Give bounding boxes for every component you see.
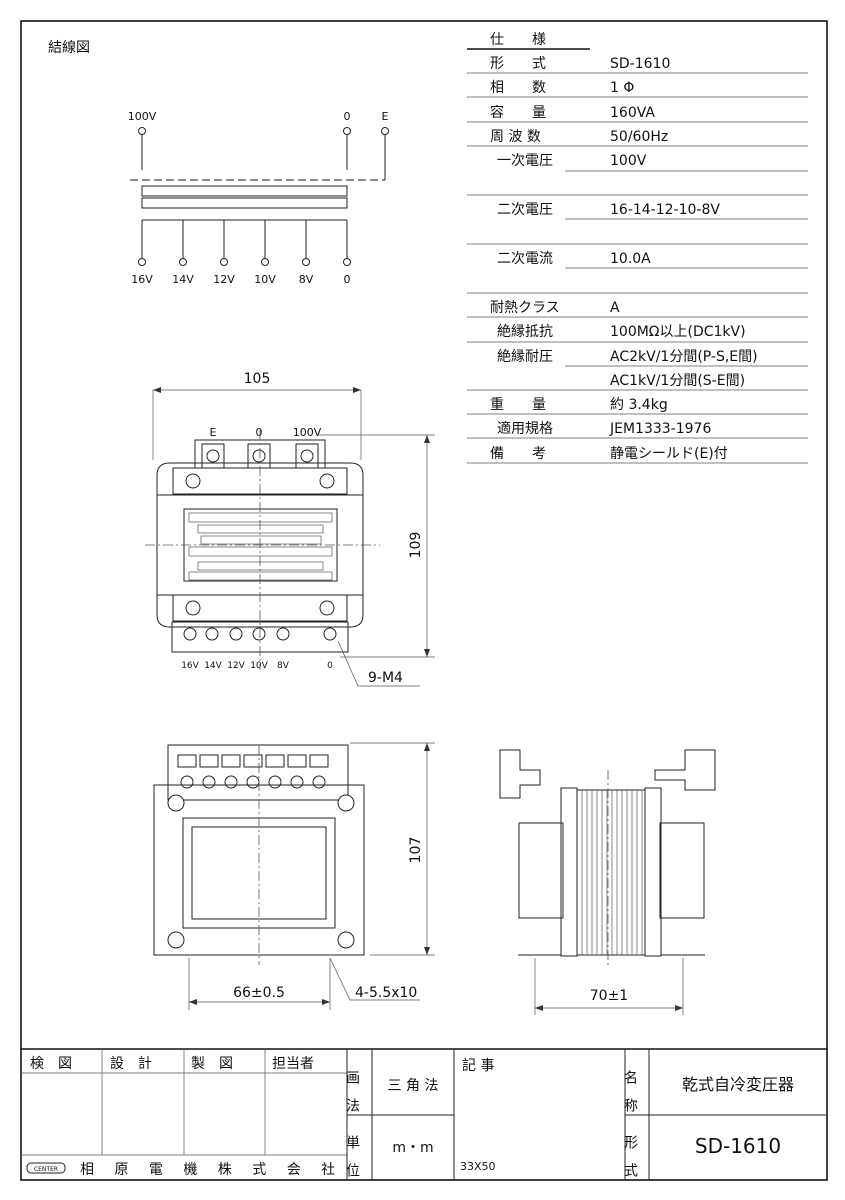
terminal-label: 8V xyxy=(277,661,290,671)
spec-value: AC1kV/1分間(S-E間) xyxy=(610,373,745,389)
width-dimension: 66±0.5 xyxy=(233,985,285,1001)
terminal-label: 8V xyxy=(299,273,314,286)
terminal-label: 10V xyxy=(250,661,268,671)
terminal-label: 100V xyxy=(128,110,157,123)
side-view: 70±1 xyxy=(499,749,716,1015)
spec-label: 二次電流 xyxy=(497,251,553,267)
spec-label: 絶縁抵抗 xyxy=(497,324,553,340)
spec-value: 50/60Hz xyxy=(610,129,668,145)
spec-label: 備 考 xyxy=(490,446,546,462)
spec-value: 100MΩ以上(DC1kV) xyxy=(610,324,746,340)
terminal-label: 10V xyxy=(254,273,276,286)
spec-label: 形 式 xyxy=(490,56,546,72)
company-name: 相 原 電 機 株 式 会 社 xyxy=(80,1162,343,1178)
notes-value: 33X50 xyxy=(460,1160,496,1173)
terminal-label: 0 xyxy=(327,661,333,671)
spec-label: 周 波 数 xyxy=(490,129,541,145)
person-label: 担当者 xyxy=(272,1056,314,1072)
spec-value: A xyxy=(610,300,620,316)
terminal-label: 12V xyxy=(227,661,245,671)
spec-value: 10.0A xyxy=(610,251,651,267)
terminal-label: 0 xyxy=(344,110,351,123)
terminal-label: 16V xyxy=(131,273,153,286)
spec-value: 静電シールド(E)付 xyxy=(610,446,728,462)
wiring-diagram: 結線図 100V 0 E 16V 14V 12V 10V 8V 0 xyxy=(48,40,389,286)
top-view: 105 E 0 100V 16V 14V 12V 10V xyxy=(145,371,435,687)
spec-table: 仕 様 形 式 SD-1610 相 数 1 Φ 容 量 160VA 周 波 数 … xyxy=(467,32,808,464)
terminal-label: E xyxy=(382,110,389,123)
terminal-label: 14V xyxy=(204,661,222,671)
terminal-label: E xyxy=(210,426,217,439)
height-dimension: 107 xyxy=(408,837,424,864)
spec-label: 絶縁耐圧 xyxy=(497,349,553,365)
spec-label: 二次電圧 xyxy=(497,202,553,218)
wiring-title: 結線図 xyxy=(48,40,90,56)
unit-value: m・m xyxy=(392,1140,433,1156)
spec-value: 100V xyxy=(610,153,647,169)
spec-label: 適用規格 xyxy=(497,420,553,437)
company-logo: CENTER xyxy=(34,1166,58,1173)
spec-value: 16-14-12-10-8V xyxy=(610,202,720,218)
height-dimension: 109 xyxy=(408,532,424,559)
model-value: SD-1610 xyxy=(695,1134,781,1158)
spec-value: 160VA xyxy=(610,105,655,121)
check-label: 検 図 xyxy=(30,1056,72,1072)
title-block: 検 図 設 計 製 図 担当者 CENTER 相 原 電 機 株 式 会 社 画… xyxy=(21,1048,827,1191)
sheet-border xyxy=(20,20,828,1181)
hole-note: 4-5.5x10 xyxy=(355,985,417,1001)
spec-header: 仕 様 xyxy=(490,32,546,48)
terminal-label: 14V xyxy=(172,273,194,286)
terminal-label: 12V xyxy=(213,273,235,286)
product-name: 乾式自冷変圧器 xyxy=(682,1075,794,1094)
name-label: 名称 xyxy=(622,1070,638,1126)
terminal-label: 0 xyxy=(256,426,263,439)
terminal-label: 16V xyxy=(181,661,199,671)
notes-label: 記 事 xyxy=(462,1057,494,1074)
spec-label: 重 量 xyxy=(490,397,546,413)
terminal-label: 100V xyxy=(293,426,322,439)
screw-note: 9-M4 xyxy=(368,670,403,686)
spec-label: 容 量 xyxy=(490,104,546,121)
projection-label: 画法 xyxy=(344,1070,360,1126)
model-label: 形式 xyxy=(622,1135,638,1191)
spec-label: 耐熱クラス xyxy=(490,300,560,316)
width-dimension: 105 xyxy=(244,371,271,387)
front-view: 107 66±0.5 4-5.5x10 xyxy=(153,742,435,1010)
terminal-label: 0 xyxy=(344,273,351,286)
spec-value: 1 Φ xyxy=(610,80,634,96)
spec-value: SD-1610 xyxy=(610,56,670,72)
spec-value: 約 3.4kg xyxy=(610,397,668,413)
unit-label: 単位 xyxy=(344,1135,360,1191)
spec-value: AC2kV/1分間(P-S,E間) xyxy=(610,349,758,365)
draft-label: 製 図 xyxy=(191,1056,233,1072)
spec-label: 一次電圧 xyxy=(497,153,553,169)
width-dimension: 70±1 xyxy=(590,988,628,1004)
design-label: 設 計 xyxy=(110,1056,152,1072)
projection-value: 三 角 法 xyxy=(388,1078,439,1094)
spec-label: 相 数 xyxy=(490,80,546,96)
spec-value: JEM1333-1976 xyxy=(609,421,711,437)
